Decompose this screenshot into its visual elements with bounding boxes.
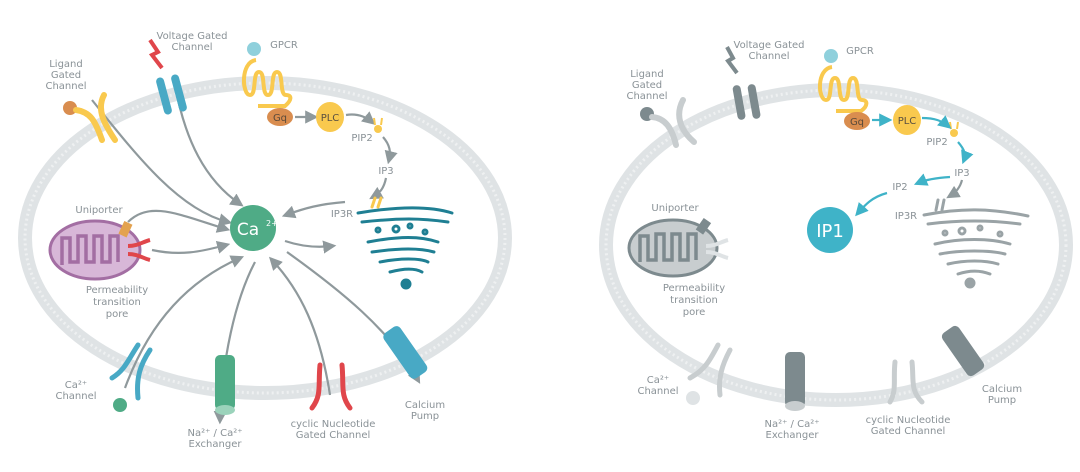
label-gq: Gq — [273, 113, 287, 124]
calcium-pump — [941, 325, 985, 377]
arrow-pore-to-ca — [151, 240, 231, 255]
arrow-uniporter-to-ca — [127, 209, 231, 233]
gq-protein — [267, 108, 293, 126]
ca-channel — [687, 342, 733, 398]
label-plc: PLC — [321, 113, 340, 124]
label-calcium-charge: 2+ — [266, 219, 278, 228]
label-ca-channel: Ca²⁺Channel — [55, 380, 96, 402]
arrow-pip2-to-ip3 — [957, 141, 974, 165]
arrow-ip3-to-ip2 — [913, 173, 951, 186]
pip2-icon — [374, 125, 382, 133]
plc-enzyme — [316, 102, 344, 132]
label-ip3r: IP3R — [331, 209, 353, 220]
arrow-plc-to-pip2 — [345, 111, 376, 125]
label-ip3: IP3 — [378, 166, 393, 177]
label-gq: Gq — [850, 117, 864, 128]
label-ip3: IP3 — [954, 168, 969, 179]
gq-protein — [844, 112, 870, 130]
arrow-ip3r-to-ca — [281, 200, 346, 219]
gpcr-receptor — [242, 58, 293, 108]
voltage-channel-subunit — [747, 84, 761, 119]
label-exchanger: Na²⁺ / Ca²⁺Exchanger — [764, 419, 819, 441]
label-uniporter: Uniporter — [75, 205, 123, 216]
calcium-pump — [383, 326, 428, 379]
exchanger-cylinder — [785, 352, 805, 407]
arrow-ligand-to-ca — [91, 99, 233, 227]
voltage-channel-subunit — [732, 85, 746, 120]
calcium-ion-small — [686, 391, 700, 405]
cyclic-nucleotide-channel — [309, 362, 353, 411]
arrow-plc-to-pip2 — [921, 115, 952, 129]
label-calcium: Ca — [237, 220, 259, 240]
lightning-icon — [148, 38, 164, 70]
voltage-channel-subunit — [171, 74, 187, 112]
calcium-ion — [230, 205, 276, 251]
ip1-molecule — [807, 207, 853, 253]
endoplasmic-reticulum — [356, 196, 454, 290]
arrow-ip3-to-ip3r — [369, 177, 388, 200]
label-pip2: PIP2 — [926, 137, 947, 148]
lightning-icon — [725, 46, 739, 75]
exchanger-cylinder — [215, 355, 235, 410]
ligand-channel-subunit — [73, 107, 105, 143]
arrow-cyclic-to-ca — [268, 256, 332, 396]
voltage-channel-subunit — [156, 77, 172, 115]
arrow-pip2-to-ip3 — [382, 136, 398, 165]
arrow-cachannel-to-ca — [123, 255, 245, 389]
arrow-ip2-to-ip1 — [855, 191, 888, 217]
ligand-channel — [649, 97, 697, 148]
arrow-ca-to-er — [284, 239, 337, 254]
label-pip2: PIP2 — [351, 133, 372, 144]
permeability-pore — [705, 238, 729, 260]
label-ip2: IP2 — [892, 182, 907, 193]
plc-enzyme — [893, 105, 921, 135]
gpcr-ligand-icon — [824, 49, 838, 63]
label-gpcr: GPCR — [846, 46, 874, 57]
pip2-icon — [950, 129, 958, 137]
label-ip1: IP1 — [816, 221, 844, 242]
permeability-pore — [127, 238, 151, 262]
ca-channel-subunit — [109, 342, 141, 381]
uniporter-channel — [118, 220, 133, 238]
arrow-ip3-to-ip3r — [946, 179, 964, 199]
endoplasmic-reticulum — [922, 198, 1030, 289]
label-ip3r: IP3R — [895, 211, 917, 222]
calcium-ion-small — [113, 398, 127, 412]
uniporter-channel — [695, 217, 712, 235]
ligand-channel-subunit — [97, 92, 118, 143]
cyclic-nucleotide-channel — [887, 359, 925, 405]
label-uniporter: Uniporter — [651, 203, 699, 214]
label-plc: PLC — [898, 116, 917, 127]
label-ca-channel: Ca²⁺Channel — [637, 375, 678, 397]
ca-channel-subunit — [135, 347, 153, 401]
gpcr-receptor — [818, 65, 869, 113]
gpcr-ligand-icon — [247, 42, 261, 56]
label-exchanger: Na²⁺ / Ca²⁺Exchanger — [187, 428, 242, 450]
label-gpcr: GPCR — [270, 40, 298, 51]
